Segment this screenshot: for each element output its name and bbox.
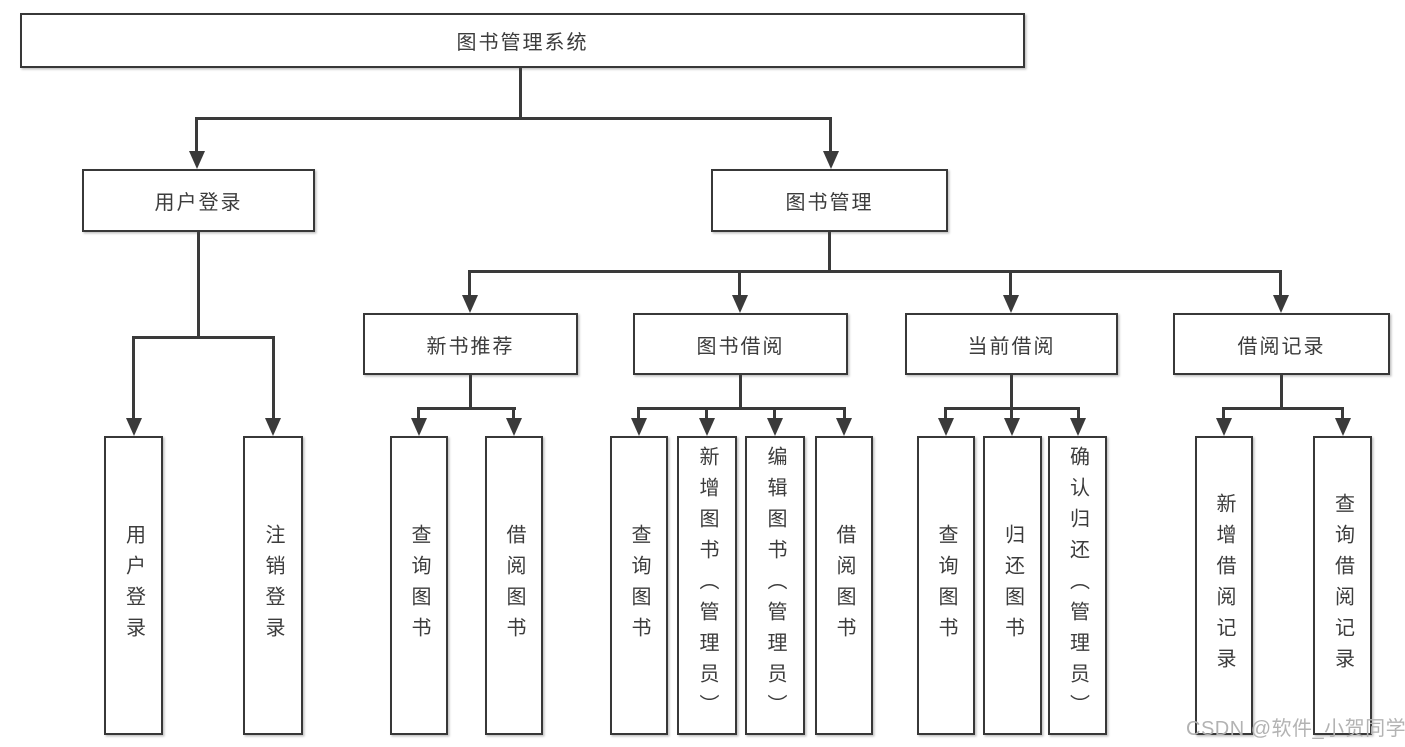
connector-line <box>1279 270 1282 295</box>
connector-line <box>468 270 1282 273</box>
arrowhead-down-icon <box>506 418 522 436</box>
node-borrowing-records: 借阅记录 <box>1173 313 1390 375</box>
connector-line <box>1280 375 1283 410</box>
arrowhead-down-icon <box>1070 418 1086 436</box>
connector-line <box>1010 375 1013 410</box>
leaf-borrow-book-newrec: 借阅图书 <box>485 436 543 735</box>
arrowhead-down-icon <box>1273 295 1289 313</box>
connector-line <box>1341 407 1344 418</box>
connector-line <box>272 336 275 418</box>
connector-line <box>828 232 831 273</box>
connector-line <box>1222 407 1225 418</box>
leaf-query-borrow-record: 查询借阅记录 <box>1313 436 1372 735</box>
leaf-return-book: 归还图书 <box>983 436 1042 735</box>
node-borrowing-records-label: 借阅记录 <box>1237 335 1326 358</box>
arrowhead-down-icon <box>1004 418 1020 436</box>
leaf-user-login-label: 用户登录 <box>122 523 145 648</box>
connector-line <box>705 407 708 418</box>
connector-line <box>637 407 640 418</box>
connector-line <box>738 270 741 295</box>
leaf-query-book-borrowing: 查询图书 <box>610 436 668 735</box>
leaf-logout-label: 注销登录 <box>262 523 284 648</box>
leaf-borrow-book-borrowing: 借阅图书 <box>815 436 873 735</box>
leaf-logout: 注销登录 <box>243 436 303 735</box>
connector-line <box>739 375 742 410</box>
connector-line <box>468 270 471 295</box>
leaf-add-book-admin-label: 新增图书（管理员） <box>696 446 718 725</box>
connector-line <box>512 407 515 418</box>
node-new-book-recommend-label: 新书推荐 <box>426 335 515 358</box>
connector-line <box>829 117 832 151</box>
node-book-borrowing-label: 图书借阅 <box>696 335 785 358</box>
node-user-login: 用户登录 <box>82 169 315 232</box>
leaf-edit-book-admin: 编辑图书（管理员） <box>745 436 805 735</box>
node-user-login-label: 用户登录 <box>154 192 243 214</box>
leaf-query-borrow-record-label: 查询借阅记录 <box>1331 492 1354 679</box>
connector-line <box>1009 270 1012 295</box>
arrowhead-down-icon <box>411 418 427 436</box>
leaf-query-book-current-label: 查询图书 <box>935 523 957 648</box>
connector-line <box>469 375 472 410</box>
connector-line <box>843 407 846 418</box>
connector-line <box>197 232 200 339</box>
connector-line <box>132 336 135 418</box>
connector-line <box>637 407 846 410</box>
leaf-confirm-return-admin-label: 确认归还（管理员） <box>1066 446 1089 725</box>
connector-line <box>1222 407 1344 410</box>
node-root: 图书管理系统 <box>20 13 1025 68</box>
connector-line <box>944 407 947 418</box>
leaf-confirm-return-admin: 确认归还（管理员） <box>1048 436 1107 735</box>
node-current-borrowing-label: 当前借阅 <box>967 335 1056 358</box>
leaf-return-book-label: 归还图书 <box>1001 523 1024 648</box>
leaf-add-borrow-record: 新增借阅记录 <box>1195 436 1253 735</box>
node-current-borrowing: 当前借阅 <box>905 313 1118 375</box>
leaf-user-login: 用户登录 <box>104 436 163 735</box>
node-book-borrowing: 图书借阅 <box>633 313 848 375</box>
arrowhead-down-icon <box>1003 295 1019 313</box>
arrowhead-down-icon <box>732 295 748 313</box>
arrowhead-down-icon <box>767 418 783 436</box>
arrowhead-down-icon <box>631 418 647 436</box>
arrowhead-down-icon <box>1335 418 1351 436</box>
connector-line <box>195 117 198 151</box>
arrowhead-down-icon <box>938 418 954 436</box>
leaf-borrow-book-borrowing-label: 借阅图书 <box>833 523 855 648</box>
leaf-query-book-borrowing-label: 查询图书 <box>628 523 650 648</box>
connector-line <box>196 117 832 120</box>
arrowhead-down-icon <box>699 418 715 436</box>
csdn-watermark: CSDN @软件_小贺同学 <box>1186 718 1405 740</box>
leaf-query-book-newrec-label: 查询图书 <box>408 523 430 648</box>
arrowhead-down-icon <box>265 418 281 436</box>
leaf-borrow-book-newrec-label: 借阅图书 <box>503 523 525 648</box>
arrowhead-down-icon <box>462 295 478 313</box>
connector-line <box>519 66 522 120</box>
arrowhead-down-icon <box>126 418 142 436</box>
leaf-edit-book-admin-label: 编辑图书（管理员） <box>764 446 786 725</box>
connector-line <box>417 407 516 410</box>
connector-line <box>1010 407 1013 418</box>
connector-line <box>773 407 776 418</box>
connector-line <box>1077 407 1080 418</box>
connector-line <box>132 336 275 339</box>
leaf-query-book-current: 查询图书 <box>917 436 975 735</box>
arrowhead-down-icon <box>823 151 839 169</box>
leaf-add-book-admin: 新增图书（管理员） <box>677 436 737 735</box>
node-book-management-label: 图书管理 <box>785 192 874 214</box>
leaf-add-borrow-record-label: 新增借阅记录 <box>1213 492 1235 679</box>
arrowhead-down-icon <box>189 151 205 169</box>
connector-line <box>417 407 420 418</box>
node-book-management: 图书管理 <box>711 169 948 232</box>
node-new-book-recommend: 新书推荐 <box>363 313 578 375</box>
node-root-label: 图书管理系统 <box>456 32 589 54</box>
arrowhead-down-icon <box>836 418 852 436</box>
arrowhead-down-icon <box>1216 418 1232 436</box>
leaf-query-book-newrec: 查询图书 <box>390 436 448 735</box>
